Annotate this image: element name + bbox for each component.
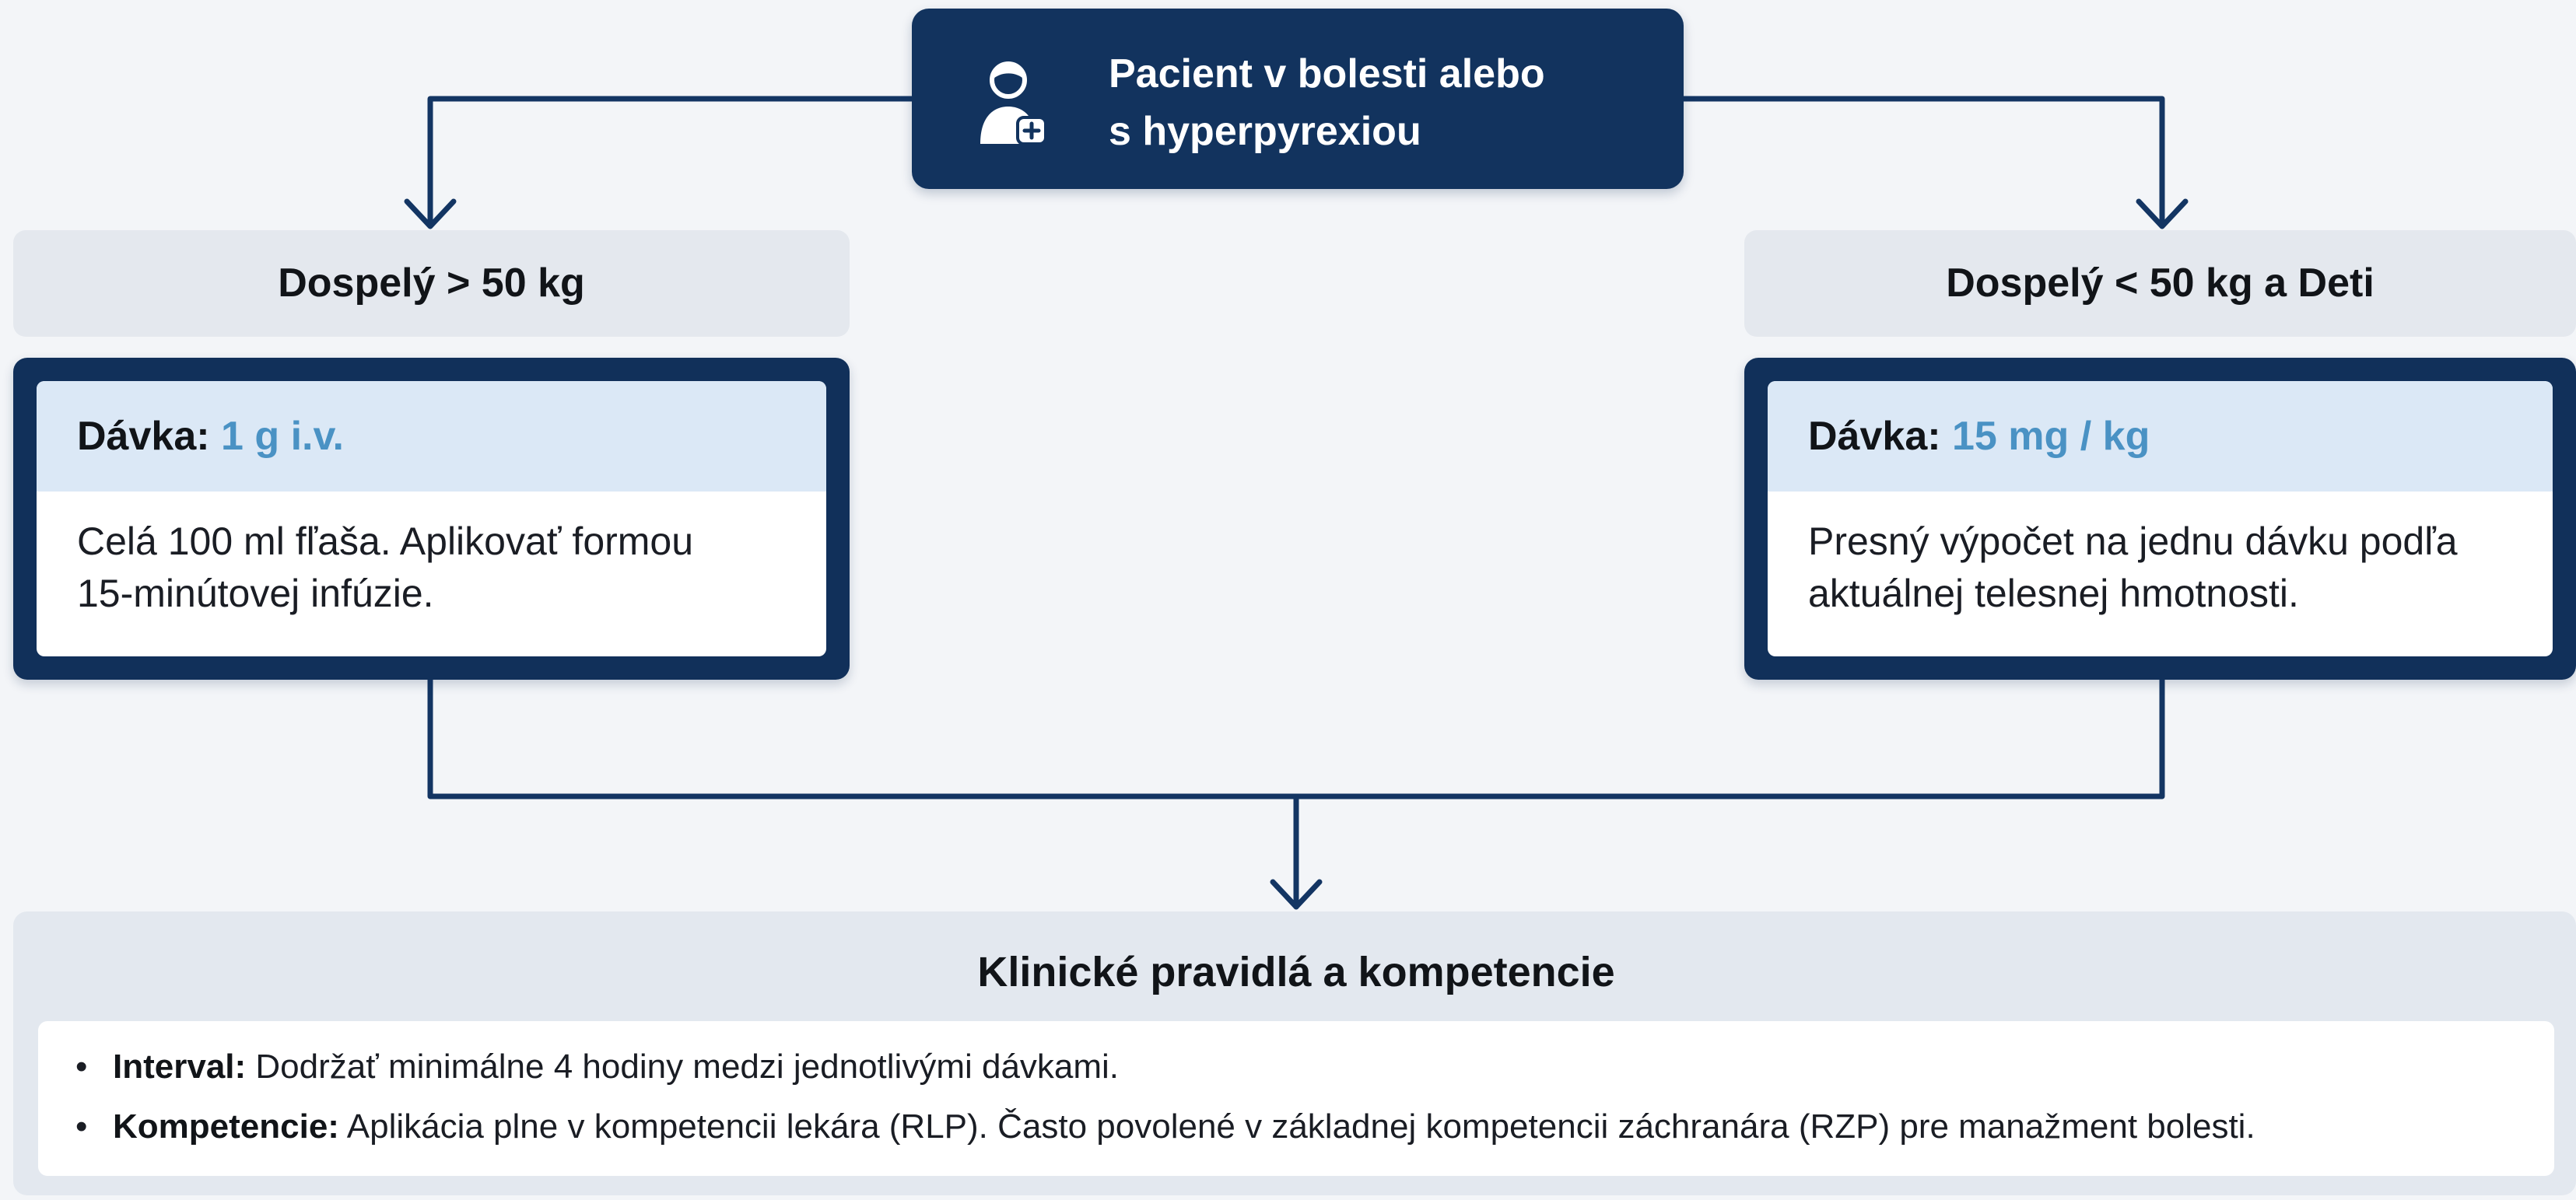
rule-term: Kompetencie: (113, 1107, 339, 1146)
header-line-2: s hyperpyrexiou (1109, 109, 1421, 154)
rule-item-competence: • Kompetencie: Aplikácia plne v kompetenc… (75, 1097, 2554, 1156)
dose-description-line: 15-minútovej infúzie. (77, 572, 434, 615)
rule-item-interval: • Interval: Dodržať minimálne 4 hodiny me… (75, 1037, 2554, 1097)
dose-header: Dávka: 15 mg / kg (1768, 381, 2553, 492)
dose-value: 15 mg / kg (1952, 414, 2150, 459)
bullet-icon: • (75, 1048, 88, 1086)
clinical-rules-box: Klinické pravidlá a kompetencie • Interva… (13, 911, 2576, 1195)
header-line-1: Pacient v bolesti alebo (1109, 51, 1545, 96)
bullet-icon: • (75, 1107, 88, 1146)
dose-description-line: aktuálnej telesnej hmotnosti. (1808, 572, 2299, 615)
dose-label: Dávka: (77, 414, 210, 459)
clinical-rules-list: • Interval: Dodržať minimálne 4 hodiny me… (38, 1021, 2554, 1176)
rule-text: Dodržať minimálne 4 hodiny medzi jednotl… (255, 1048, 1120, 1086)
branch-label-adult-over-50kg: Dospelý > 50 kg (13, 230, 850, 337)
arrow-down-left (404, 198, 457, 229)
arrow-down-right (2136, 198, 2189, 229)
dose-card-inner: Dávka: 15 mg / kg Presný výpočet na jedn… (1768, 381, 2553, 656)
arrow-down-rules (1270, 879, 1323, 910)
dose-label: Dávka: (1808, 414, 1941, 459)
dose-header: Dávka: 1 g i.v. (37, 381, 826, 492)
connector-header-to-left (427, 96, 921, 228)
patient-header-title: Pacient v bolesti alebo s hyperpyrexiou (1109, 45, 1545, 160)
clinical-rules-title: Klinické pravidlá a kompetencie (977, 949, 1615, 995)
dose-card-adult-over-50kg: Dávka: 1 g i.v. Celá 100 ml fľaša. Aplik… (13, 358, 850, 680)
connector-cards-merge (427, 673, 2165, 799)
branch-label-adult-under-50kg-children: Dospelý < 50 kg a Deti (1744, 230, 2576, 337)
patient-header-box: Pacient v bolesti alebo s hyperpyrexiou (912, 9, 1684, 189)
rule-text: Aplikácia plne v kompetencii lekára (RLP… (346, 1107, 2255, 1146)
dose-description: Celá 100 ml fľaša. Aplikovať formou 15-m… (37, 492, 826, 620)
dose-description: Presný výpočet na jednu dávku podľa aktu… (1768, 492, 2553, 620)
connector-header-to-right (1674, 96, 2165, 228)
dose-value: 1 g i.v. (221, 414, 344, 459)
dose-description-line: Celá 100 ml fľaša. Aplikovať formou (77, 520, 694, 563)
doctor-icon (980, 61, 1047, 145)
dose-card-inner: Dávka: 1 g i.v. Celá 100 ml fľaša. Aplik… (37, 381, 826, 656)
rule-term: Interval: (113, 1048, 247, 1086)
dose-card-adult-under-50kg-children: Dávka: 15 mg / kg Presný výpočet na jedn… (1744, 358, 2576, 680)
dose-description-line: Presný výpočet na jednu dávku podľa (1808, 520, 2458, 563)
